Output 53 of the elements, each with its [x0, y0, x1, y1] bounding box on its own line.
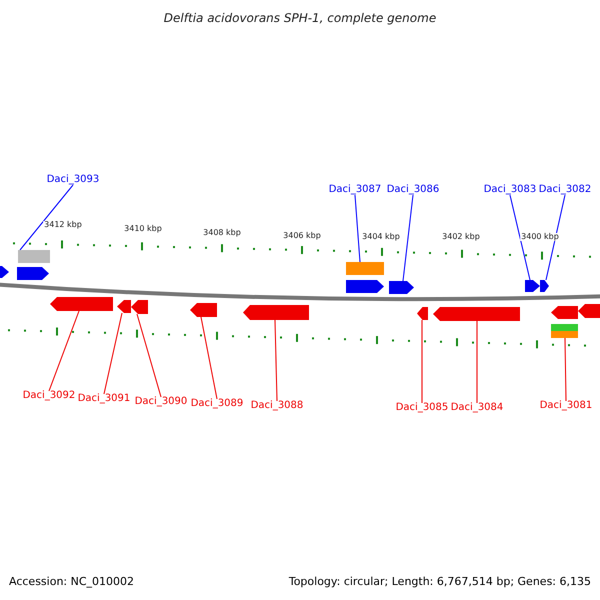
- scale-label: 3402 kbp: [441, 233, 481, 241]
- gene-feature: [525, 280, 540, 292]
- scale-label: 3404 kbp: [361, 233, 401, 241]
- gene-feature: [243, 305, 309, 320]
- leader-line: [402, 194, 414, 282]
- scale-label: 3410 kbp: [123, 225, 163, 233]
- gene-label: Daci_3081: [540, 401, 592, 411]
- scale-label: 3400 kbp: [520, 233, 560, 241]
- leader-line: [20, 184, 74, 250]
- gene-feature: [17, 267, 49, 280]
- leader-line: [354, 194, 360, 262]
- gene-feature: [50, 297, 113, 311]
- leader-line: [274, 320, 278, 402]
- gene-label: Daci_3087: [328, 185, 382, 195]
- gene-label: Daci_3084: [450, 403, 504, 413]
- scale-label: 3406 kbp: [282, 232, 322, 240]
- accession-text: Accession: NC_010002: [9, 576, 134, 587]
- feature-bar: [551, 324, 578, 331]
- gene-feature: [540, 280, 549, 292]
- gene-label: Daci_3093: [46, 175, 100, 185]
- leader-line: [48, 310, 80, 392]
- gene-feature: [190, 303, 217, 317]
- gene-feature: [117, 300, 131, 313]
- leader-line: [136, 314, 162, 398]
- scale-label: 3412 kbp: [43, 221, 83, 229]
- gene-feature: [551, 306, 578, 319]
- feature-bar: [18, 250, 50, 263]
- gene-feature: [578, 304, 600, 318]
- gene-label: Daci_3090: [134, 397, 188, 407]
- feature-bar: [551, 331, 578, 338]
- gene-label: Daci_3092: [22, 391, 76, 401]
- leader-line: [476, 320, 478, 404]
- gene-label: Daci_3082: [538, 185, 592, 195]
- gene-label: Daci_3089: [190, 399, 244, 409]
- gene-feature: [346, 280, 384, 293]
- leader-line: [104, 312, 122, 394]
- leader-line: [564, 338, 566, 402]
- gene-feature: [417, 307, 428, 320]
- gene-label: Daci_3085: [396, 403, 448, 413]
- gene-label: Daci_3088: [250, 401, 304, 411]
- leader-line: [200, 316, 218, 400]
- gene-label: Daci_3091: [78, 394, 130, 404]
- gene-label: Daci_3086: [386, 185, 440, 195]
- feature-bar: [346, 262, 384, 275]
- page-title: Delftia acidovorans SPH-1, complete genome: [164, 12, 436, 24]
- gene-feature: [433, 307, 520, 321]
- leader-line: [546, 194, 566, 280]
- gene-feature: [131, 300, 148, 314]
- gene-feature: [389, 281, 414, 294]
- gene-label: Daci_3083: [484, 185, 536, 195]
- leader-line: [510, 194, 530, 280]
- genome-summary: Topology: circular; Length: 6,767,514 bp; Genes: 6,135: [288, 576, 591, 587]
- scale-label: 3408 kbp: [202, 229, 242, 237]
